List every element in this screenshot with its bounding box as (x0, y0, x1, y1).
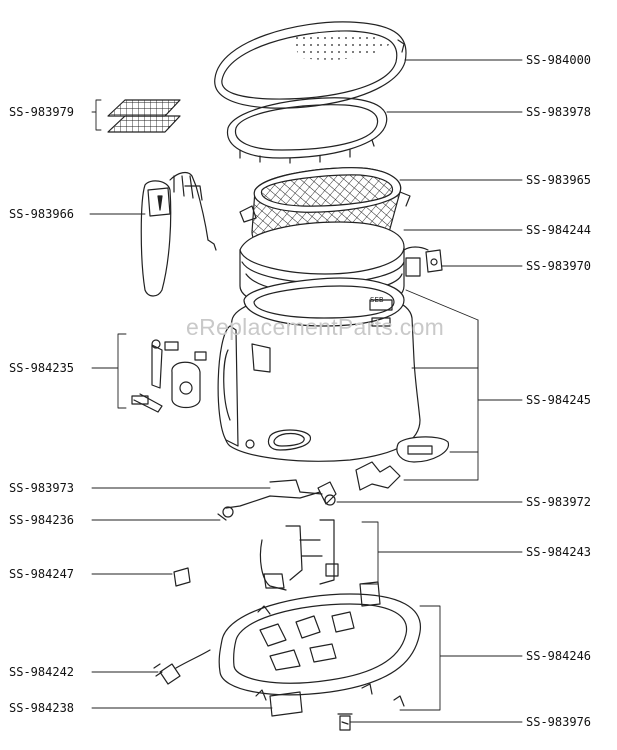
lid-part (214, 21, 407, 109)
label-ss-983978[interactable]: SS-983978 (526, 105, 592, 119)
label-ss-984236[interactable]: SS-984236 (9, 513, 75, 527)
base-part (218, 581, 421, 696)
label-ss-983972[interactable]: SS-983972 (526, 495, 592, 509)
handle-part (140, 171, 217, 297)
device-badge: SEB (370, 296, 384, 304)
filter-grilles-part (107, 99, 181, 133)
label-ss-984247[interactable]: SS-984247 (9, 567, 75, 581)
watermark-text: eReplacementParts.com (186, 314, 445, 340)
control-panel-part (396, 436, 450, 463)
thermostat-part (403, 246, 443, 277)
label-ss-984246[interactable]: SS-984246 (526, 649, 592, 663)
label-ss-983970[interactable]: SS-983970 (526, 259, 592, 273)
label-ss-983976[interactable]: SS-983976 (526, 715, 592, 729)
harness-part (259, 519, 339, 591)
power-cord-part (153, 649, 211, 685)
label-ss-984235[interactable]: SS-984235 (9, 361, 75, 375)
switch-assembly-part (131, 339, 207, 413)
label-ss-984245[interactable]: SS-984245 (526, 393, 592, 407)
sticker-part (173, 567, 191, 587)
connector-part (317, 461, 401, 506)
label-ss-984000[interactable]: SS-984000 (526, 53, 592, 67)
wiring-part (217, 479, 323, 521)
fryer-body-part (217, 277, 421, 462)
label-ss-983979[interactable]: SS-983979 (9, 105, 75, 119)
label-ss-983966[interactable]: SS-983966 (9, 207, 75, 221)
feet-part (255, 683, 405, 731)
label-ss-983973[interactable]: SS-983973 (9, 481, 75, 495)
lid-frame-part (226, 97, 388, 164)
label-ss-984242[interactable]: SS-984242 (9, 665, 75, 679)
leader-lines (89, 59, 523, 723)
label-ss-983965[interactable]: SS-983965 (526, 173, 592, 187)
label-ss-984243[interactable]: SS-984243 (526, 545, 592, 559)
label-ss-984244[interactable]: SS-984244 (526, 223, 592, 237)
label-ss-984238[interactable]: SS-984238 (9, 701, 75, 715)
